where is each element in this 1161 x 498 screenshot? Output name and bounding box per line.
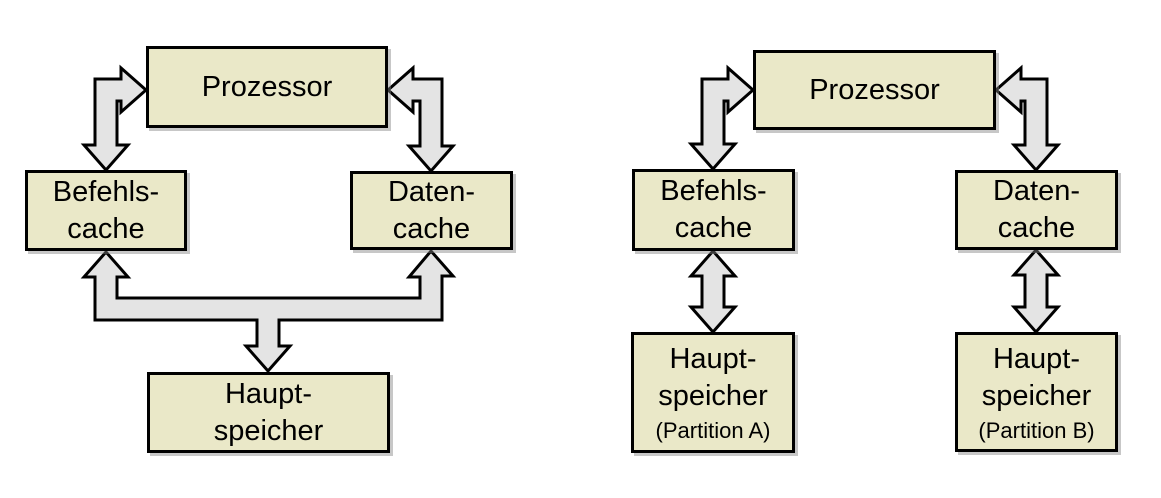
- hauptspeicher-label-line1: Haupt-: [224, 377, 313, 410]
- hauptspeicher-label-line1: Haupt-: [669, 343, 757, 375]
- hauptspeicher-box-left: Haupt- speicher: [147, 372, 390, 453]
- datencache-box-right: Daten- cache: [955, 170, 1118, 250]
- hauptspeicher-label-line2: speicher: [213, 414, 324, 447]
- arrow-prozessor-befehlscache-left: [80, 64, 149, 173]
- arrow-prozessor-befehlscache-right: [687, 64, 756, 172]
- befehlscache-label-line2: cache: [674, 212, 753, 244]
- partition-b-label: (Partition B): [978, 417, 1095, 443]
- arrow-hauptspeicher-shared-left: [80, 248, 457, 374]
- prozessor-label: Prozessor: [201, 70, 333, 103]
- datencache-label-line1: Daten-: [992, 175, 1081, 207]
- befehlscache-label-line2: cache: [67, 212, 145, 245]
- hauptspeicher-partition-a-box: Haupt- speicher (Partition A): [631, 332, 795, 453]
- prozessor-box-right: Prozessor: [753, 50, 996, 130]
- datencache-box-left: Daten- cache: [350, 171, 513, 250]
- hauptspeicher-label-line2: speicher: [981, 379, 1092, 412]
- arrow-prozessor-datencache-right: [993, 64, 1062, 173]
- befehlscache-box-right: Befehls- cache: [632, 169, 795, 251]
- arrow-prozessor-datencache-left: [385, 64, 457, 174]
- prozessor-box-left: Prozessor: [146, 46, 388, 128]
- hauptspeicher-label-line1: Haupt-: [992, 342, 1081, 375]
- befehlscache-box-left: Befehls- cache: [25, 170, 187, 251]
- datencache-label-line2: cache: [997, 212, 1076, 244]
- arrow-befehlscache-partition-a: [687, 248, 739, 335]
- arrow-datencache-partition-b: [1010, 247, 1062, 335]
- prozessor-label: Prozessor: [809, 73, 940, 106]
- partition-a-label: (Partition A): [655, 418, 771, 443]
- hauptspeicher-partition-b-box: Haupt- speicher (Partition B): [955, 332, 1118, 452]
- befehlscache-label-line1: Befehls-: [52, 175, 160, 208]
- befehlscache-label-line1: Befehls-: [660, 175, 767, 207]
- hauptspeicher-label-line2: speicher: [658, 380, 768, 412]
- datencache-label-line2: cache: [392, 212, 471, 245]
- datencache-label-line1: Daten-: [387, 175, 476, 208]
